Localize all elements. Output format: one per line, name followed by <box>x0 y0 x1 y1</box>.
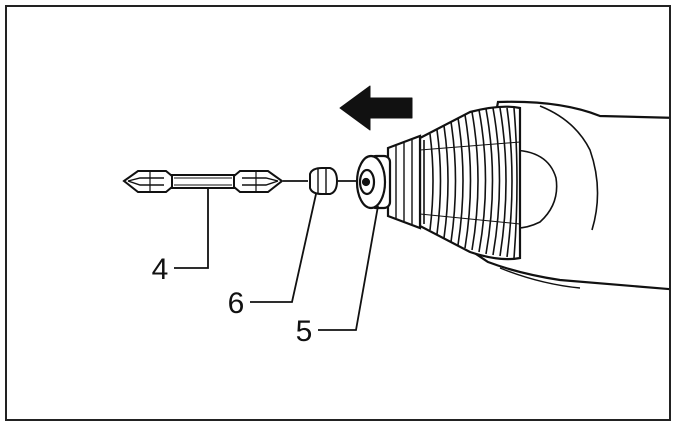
insert-direction-arrow-icon <box>339 85 413 131</box>
bit-holder-icon <box>309 167 339 195</box>
callout-bit-holder: 6 <box>228 287 245 320</box>
leader-sleeve <box>318 205 379 331</box>
driver-bit-icon <box>122 170 284 193</box>
leader-bit <box>174 188 209 269</box>
figure-frame <box>5 5 671 421</box>
callout-sleeve: 5 <box>296 315 313 348</box>
chuck-icon <box>418 105 522 261</box>
chuck-sleeve-icon <box>355 134 422 230</box>
leader-lines <box>174 188 379 331</box>
callout-bit: 4 <box>152 253 169 286</box>
leader-bit-holder <box>250 193 317 303</box>
